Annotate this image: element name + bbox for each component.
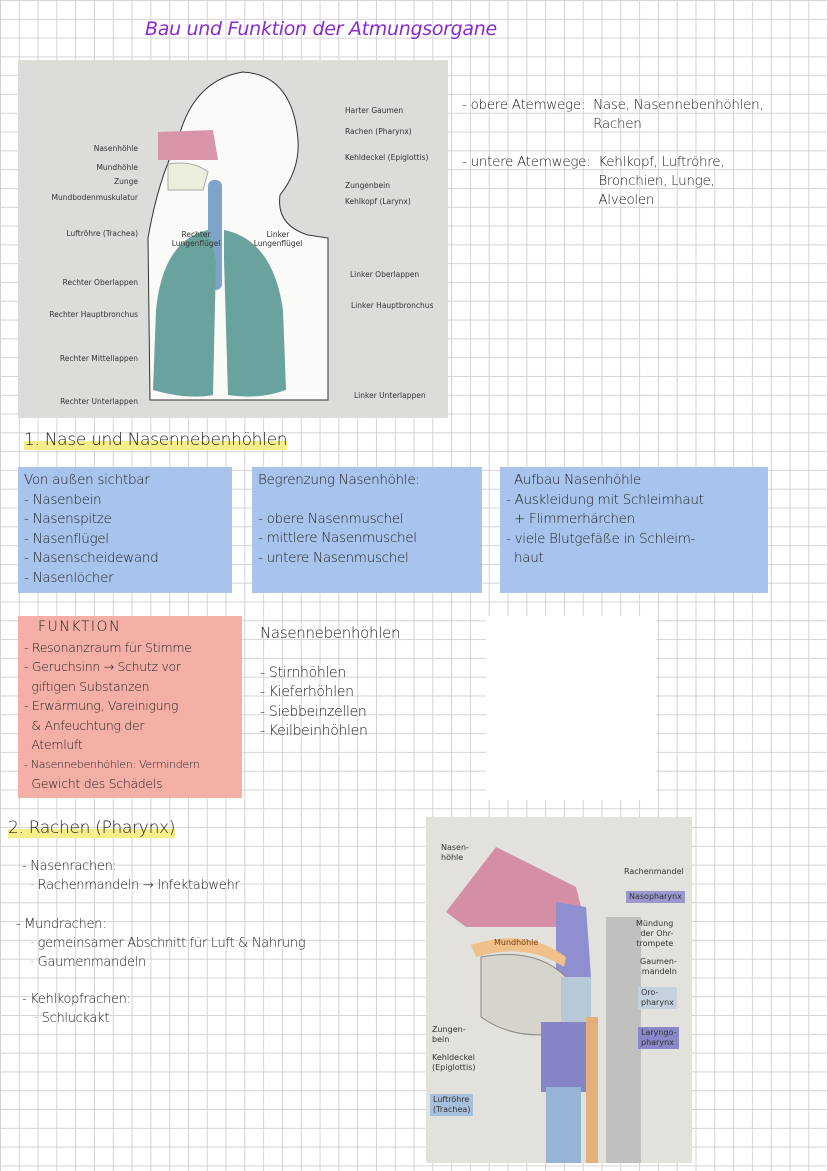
label-rechter-unterlappen: Rechter Unterlappen (60, 397, 138, 406)
label-linker-unterlappen: Linker Unterlappen (354, 391, 426, 400)
label-zunge: Zunge (113, 177, 138, 186)
list-item: - Nasenscheidewand (24, 550, 159, 566)
box-title: Nasennebenhöhlen (260, 624, 401, 642)
box-title: FUNKTION (38, 619, 122, 635)
list-item: haut (506, 550, 544, 566)
blank-area (486, 616, 656, 800)
list-item: · Schluckakt (34, 1011, 110, 1026)
label-ohrtrompete: Mündung der Ohr- trompete (636, 919, 674, 948)
label-mundhoehle: Mundhöhle (494, 938, 539, 947)
box-title: Von außen sichtbar (24, 472, 150, 488)
label-linker-hauptbronchus: Linker Hauptbronchus (351, 301, 434, 310)
list-item: + Flimmerhärchen (506, 511, 635, 527)
box-border: Begrenzung Nasenhöhle: - obere Nasenmusc… (252, 467, 482, 593)
list-item: · Gaumenmandeln (30, 955, 146, 970)
list-item: - Nasenbein (24, 491, 102, 508)
list-item: - mittlere Nasenmuschel (258, 530, 417, 546)
list-item: - Auskleidung mit Schleimhaut (506, 491, 704, 508)
list-item: - Siebbeinzellen (260, 703, 367, 720)
label-rechter-hauptbronchus: Rechter Hauptbronchus (49, 310, 138, 319)
label-kehldeckel: Kehldeckel (Epiglottis) (432, 1053, 476, 1072)
label-mundhoehle: Mundhöhle (96, 163, 138, 172)
label-zungenbein: Zungen- bein (432, 1025, 466, 1044)
label-luftroehre: Luftröhre (Trachea) (66, 229, 138, 238)
section-2-heading: 2. Rachen (Pharynx) (8, 818, 176, 838)
lower-airways-value: Kehlkopf, Luftröhre, (598, 154, 725, 170)
label-linker-lungenfluegel: Linker Lungenflügel (253, 230, 303, 248)
label-luftroehre: Luftröhre (Trachea) (430, 1094, 474, 1116)
list-item: Atemluft (24, 737, 83, 752)
lower-airways-value: Alveolen (598, 192, 655, 208)
group-title: - Kehlkopfrachen: (22, 992, 131, 1007)
respiratory-illustration (147, 71, 329, 401)
box-title: Aufbau Nasenhöhle (514, 472, 641, 488)
label-nasenhoehle: Nasenhöhle (93, 144, 138, 153)
airways-notes: - obere Atemwege: Nase, Nasennebenhöhlen… (462, 96, 828, 210)
box-visible: Von außen sichtbar - Nasenbein - Nasensp… (18, 467, 232, 593)
list-item: - Geruchsinn → Schutz vor (24, 659, 181, 674)
list-item: - Nasenflügel (24, 530, 109, 547)
section-1-heading: 1. Nase und Nasennebenhöhlen (24, 430, 288, 450)
label-zungenbein: Zungenbein (345, 181, 390, 190)
label-linker-oberlappen: Linker Oberlappen (350, 270, 420, 279)
list-item: - Stirnhöhlen (260, 664, 346, 681)
list-item: giftigen Substanzen (24, 678, 150, 694)
group-title: - Nasenrachen: (22, 859, 117, 874)
lower-airways-value: Bronchien, Lunge, (598, 173, 715, 189)
list-item: · Rachenmandeln → Infektabwehr (30, 878, 240, 893)
box-title: Begrenzung Nasenhöhle: (258, 472, 420, 488)
label-nasenhoehle: Nasen- höhle (441, 843, 469, 862)
pharynx-illustration (446, 847, 641, 1163)
list-item: - Nasenspitze (24, 511, 112, 527)
label-gaumenmandeln: Gaumen- mandeln (640, 957, 677, 976)
box-sinuses: Nasennebenhöhlen - Stirnhöhlen - Kieferh… (254, 620, 474, 746)
label-rachen: Rachen (Pharynx) (345, 127, 412, 136)
upper-airways-label: - obere Atemwege: (462, 97, 586, 113)
list-item: - obere Nasenmuschel (258, 510, 404, 527)
list-item: Gewicht des Schädels (24, 776, 163, 791)
label-rachenmandel: Rachenmandel (624, 867, 684, 876)
label-kehldeckel: Kehldeckel (Epiglottis) (345, 153, 429, 162)
label-laryngopharynx: Laryngo- pharynx (638, 1027, 680, 1049)
list-item: - Keilbeinhöhlen (260, 723, 368, 739)
box-function: FUNKTION - Resonanzraum für Stimme - Ger… (18, 616, 242, 798)
list-item: - untere Nasenmuschel (258, 549, 409, 566)
list-item: - Erwärmung, Vareinigung (24, 698, 179, 713)
list-item: - Resonanzraum für Stimme (24, 639, 192, 655)
list-item: - Nasenlöcher (24, 569, 114, 586)
label-kehlkopf: Kehlkopf (Larynx) (345, 197, 411, 206)
list-item: & Anfeuchtung der (24, 717, 145, 733)
label-rechter-lungenfluegel: Rechter Lungenflügel (171, 230, 221, 248)
upper-airways-value: Rachen (593, 116, 642, 132)
label-rechter-mittellappen: Rechter Mittellappen (59, 354, 138, 363)
respiratory-organs-diagram: Nasenhöhle Mundhöhle Zunge Mundbodenmusk… (18, 60, 448, 418)
list-item: · gemeinsamer Abschnitt für Luft & Nahru… (30, 936, 306, 951)
label-rechter-oberlappen: Rechter Oberlappen (62, 278, 138, 287)
label-oropharynx: Oro- pharynx (638, 987, 677, 1009)
label-mundbodenmuskulatur: Mundbodenmuskulatur (51, 193, 138, 202)
pharynx-diagram: Nasen- höhle Rachenmandel Nasopharynx Mü… (426, 817, 692, 1163)
list-item: - Kieferhöhlen (260, 684, 354, 700)
box-structure: Aufbau Nasenhöhle - Auskleidung mit Schl… (500, 467, 768, 593)
lower-airways-label: - untere Atemwege: (462, 154, 591, 170)
label-nasopharynx: Nasopharynx (626, 891, 685, 903)
upper-airways-value: Nase, Nasennebenhöhlen, (593, 97, 764, 113)
page-title: Bau und Funktion der Atmungsorgane (145, 18, 497, 40)
group-title: - Mundrachen: (16, 917, 107, 932)
label-harter-gaumen: Harter Gaumen (345, 106, 404, 115)
pharynx-notes: - Nasenrachen: · Rachenmandeln → Infekta… (16, 857, 306, 1028)
list-item: - viele Blutgefäße in Schleim- (506, 530, 696, 547)
list-item: - Nasennebenhöhlen: Vermindern (24, 757, 200, 771)
